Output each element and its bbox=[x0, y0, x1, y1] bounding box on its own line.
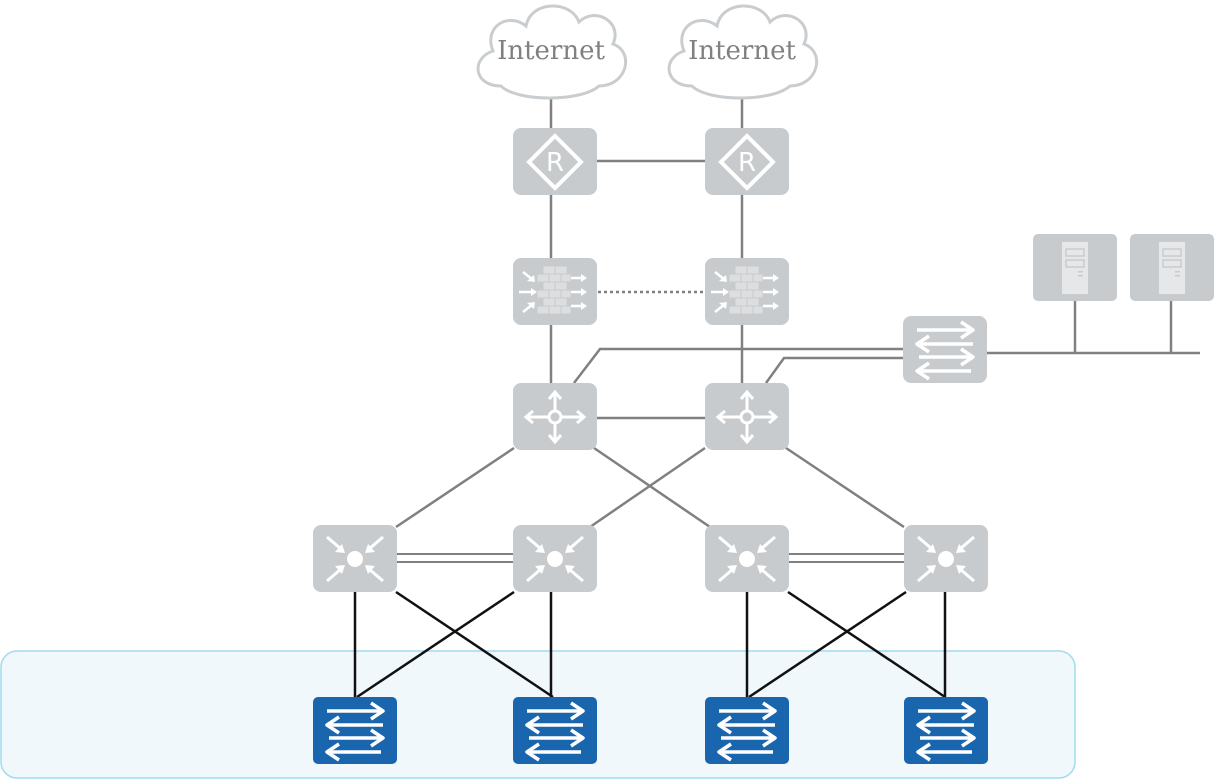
link-core1-agg3 bbox=[593, 446, 711, 529]
link-core1-agg1 bbox=[395, 446, 515, 529]
access-switch-icon bbox=[916, 701, 976, 762]
firewall-icon bbox=[536, 265, 572, 315]
core-switch-icon bbox=[715, 389, 779, 445]
link-core2-agg2 bbox=[589, 446, 706, 529]
server bbox=[1130, 234, 1214, 301]
aggregation-switch bbox=[513, 525, 597, 592]
firewall-icon bbox=[728, 265, 764, 315]
access-switch-icon bbox=[325, 701, 385, 762]
router: R bbox=[513, 128, 597, 195]
aggregation-switch bbox=[313, 525, 397, 592]
server bbox=[1033, 234, 1117, 301]
server-icon bbox=[1062, 242, 1088, 294]
link-core2-agg4 bbox=[785, 446, 905, 529]
core-switch bbox=[513, 383, 597, 450]
aggregation-switch-icon bbox=[526, 535, 584, 583]
aggregation-switch-icon bbox=[326, 535, 384, 583]
aggregation-switch-icon bbox=[917, 535, 975, 583]
link-agg3-acc4 bbox=[787, 590, 946, 699]
internet-cloud: Internet bbox=[667, 4, 819, 100]
access-switch bbox=[904, 697, 988, 764]
internet-cloud: Internet bbox=[476, 4, 628, 100]
link-agg2-acc1 bbox=[356, 590, 515, 699]
cloud-label: Internet bbox=[497, 36, 605, 66]
server-icon bbox=[1159, 242, 1185, 294]
aggregation-switch-icon bbox=[718, 535, 776, 583]
core-switch bbox=[705, 383, 789, 450]
side-switch bbox=[903, 316, 987, 383]
connection-lines bbox=[353, 95, 1200, 699]
router: R bbox=[705, 128, 789, 195]
link-agg1-acc2 bbox=[395, 590, 554, 699]
access-switch bbox=[705, 697, 789, 764]
cloud-label: Internet bbox=[688, 36, 796, 66]
svg-text:R: R bbox=[546, 148, 564, 178]
firewall bbox=[705, 258, 789, 325]
link-core2-side-switch bbox=[764, 356, 903, 384]
switch-icon bbox=[915, 320, 975, 381]
svg-text:R: R bbox=[738, 148, 756, 178]
aggregation-switch bbox=[904, 525, 988, 592]
link-agg4-acc3 bbox=[748, 590, 907, 699]
router-icon: R bbox=[526, 133, 584, 191]
access-switch-icon bbox=[525, 701, 585, 762]
router-icon: R bbox=[718, 133, 776, 191]
core-switch-icon bbox=[523, 389, 587, 445]
access-switch bbox=[513, 697, 597, 764]
access-switch bbox=[313, 697, 397, 764]
firewall bbox=[513, 258, 597, 325]
access-switch-icon bbox=[717, 701, 777, 762]
link-core1-side-switch bbox=[573, 347, 903, 384]
aggregation-switch bbox=[705, 525, 789, 592]
